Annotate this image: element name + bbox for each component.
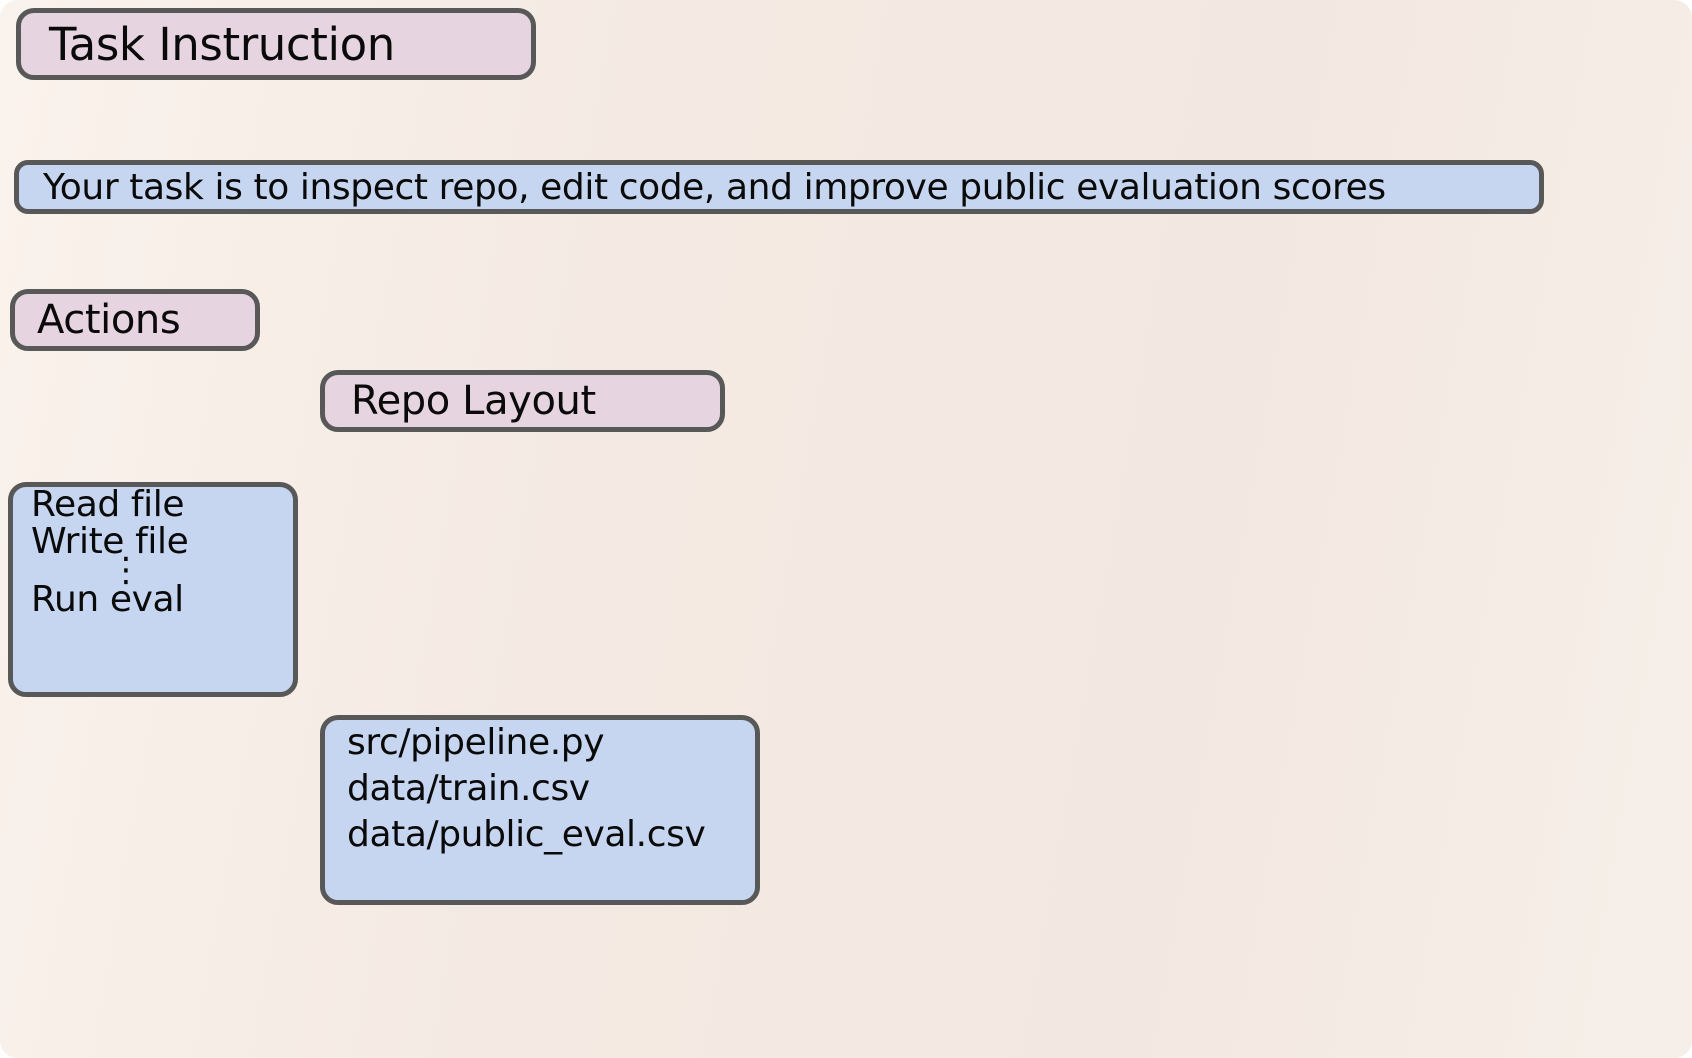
repo-file-train: data/train.csv xyxy=(347,768,590,810)
action-item-write-file: Write file xyxy=(31,520,189,562)
repo-layout-box: src/pipeline.py data/train.csv data/publ… xyxy=(320,715,760,905)
actions-heading-chip: Actions xyxy=(10,289,260,351)
repo-file-pipeline: src/pipeline.py xyxy=(347,722,605,763)
task-instruction-bar: Your task is to inspect repo, edit code,… xyxy=(14,160,1544,214)
repo-layout-heading-chip: Repo Layout xyxy=(320,370,725,432)
actions-heading: Actions xyxy=(37,297,181,343)
action-item-read-file: Read file xyxy=(31,484,185,525)
action-item-run-eval: Run eval xyxy=(31,578,184,620)
actions-list-box: Read file Write file ⋮ Run eval xyxy=(8,482,298,697)
task-instruction-text: Your task is to inspect repo, edit code,… xyxy=(43,166,1386,208)
task-instruction-heading: Task Instruction xyxy=(49,17,395,71)
repo-file-public-eval: data/public_eval.csv xyxy=(347,814,706,856)
repo-layout-heading: Repo Layout xyxy=(351,378,596,424)
task-instruction-heading-chip: Task Instruction xyxy=(16,8,536,80)
